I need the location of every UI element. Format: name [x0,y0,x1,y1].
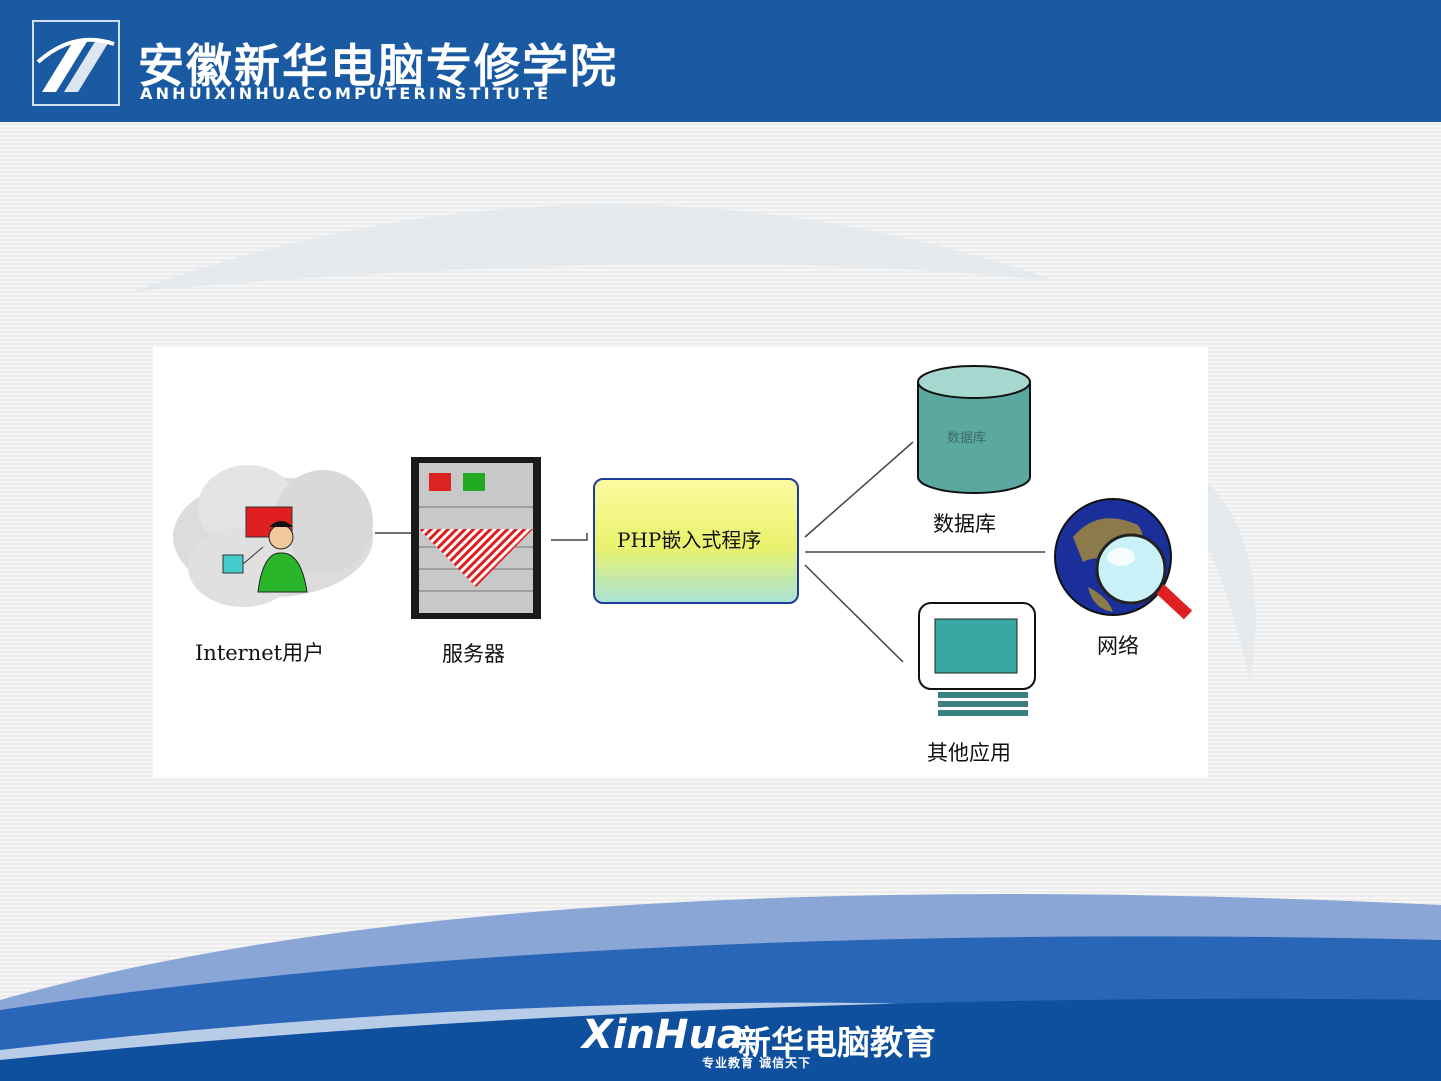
php-program-label: PHP嵌入式程序 [617,528,762,552]
diagram-graphics [173,365,1193,716]
internet-user-label: Internet用户 [195,641,325,665]
globe-magnifier-icon [1054,498,1193,620]
footer-waves [0,894,1441,1081]
footer-logo: XinHua [582,1012,744,1058]
school-logo [32,20,120,106]
monitor-icon [918,602,1036,716]
brand-name-en: ANHUIXINHUACOMPUTERINSTITUTE [140,84,552,103]
network-label: 网络 [1097,634,1139,658]
footer-name: 新华电脑教育 [738,1023,936,1062]
database-inner-label: 数据库 [947,431,987,446]
diagram-panel: PHP嵌入式程序 数据库 Internet用户 服务器 数据库 网络 其他应用 [153,347,1208,777]
connector-php-other [804,564,904,663]
database-label: 数据库 [933,512,996,536]
connector-server-php [551,533,588,541]
database-icon [917,365,1031,494]
server-label: 服务器 [442,642,505,666]
header-bar: 安徽新华电脑专修学院 ANHUIXINHUACOMPUTERINSTITUTE [0,0,1441,122]
connector-php-database [804,441,914,538]
php-program-box [593,478,799,604]
server-icon [411,457,541,619]
footer-slogan: 专业教育 诚信天下 [702,1056,812,1070]
other-apps-label: 其他应用 [927,741,1011,765]
user-cloud-icon [173,465,373,607]
brand-name-cn: 安徽新华电脑专修学院 [138,39,618,93]
